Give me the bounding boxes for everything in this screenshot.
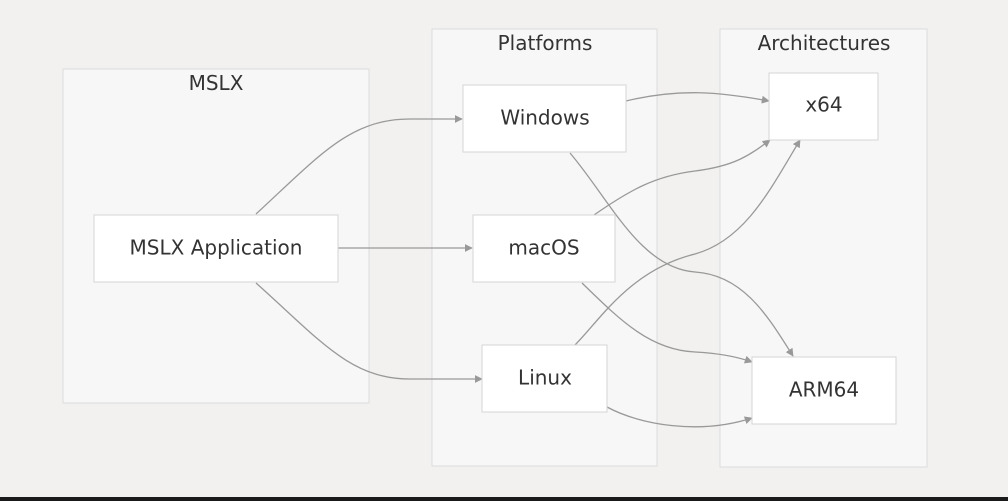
node-arm64-box <box>751 356 897 425</box>
node-linux-label: Linux <box>518 366 572 390</box>
node-x64[interactable]: x64 <box>768 72 879 141</box>
edges <box>255 92 801 428</box>
edge-app-linux <box>255 282 483 383</box>
bottom-border <box>0 497 1008 501</box>
cluster-architectures-title: Architectures <box>758 31 891 55</box>
edge-macos-arm64 <box>581 282 753 364</box>
node-x64-label: x64 <box>805 93 842 117</box>
edge-windows-x64 <box>625 92 770 104</box>
edge-linux-x64 <box>574 139 801 346</box>
cluster-platforms-title: Platforms <box>498 31 593 55</box>
edge-windows-arm64 <box>569 152 794 357</box>
node-macos-label: macOS <box>508 236 579 260</box>
node-x64-box <box>768 72 879 141</box>
node-mslx-application-box <box>93 214 339 283</box>
node-arm64-label: ARM64 <box>789 378 859 402</box>
node-arm64[interactable]: ARM64 <box>751 356 897 425</box>
node-linux-box <box>481 344 608 413</box>
node-macos-box <box>472 214 616 283</box>
edge-linux-arm64 <box>606 406 753 428</box>
node-windows[interactable]: Windows <box>462 84 627 153</box>
node-mslx-application-label: MSLX Application <box>130 236 303 260</box>
node-windows-box <box>462 84 627 153</box>
node-macos[interactable]: macOS <box>472 214 616 283</box>
cluster-mslx-title: MSLX <box>189 71 244 95</box>
node-mslx-application[interactable]: MSLX Application <box>93 214 339 283</box>
edge-macos-x64 <box>593 139 771 216</box>
node-windows-label: Windows <box>500 106 589 130</box>
node-linux[interactable]: Linux <box>481 344 608 413</box>
edge-app-windows <box>255 115 463 215</box>
